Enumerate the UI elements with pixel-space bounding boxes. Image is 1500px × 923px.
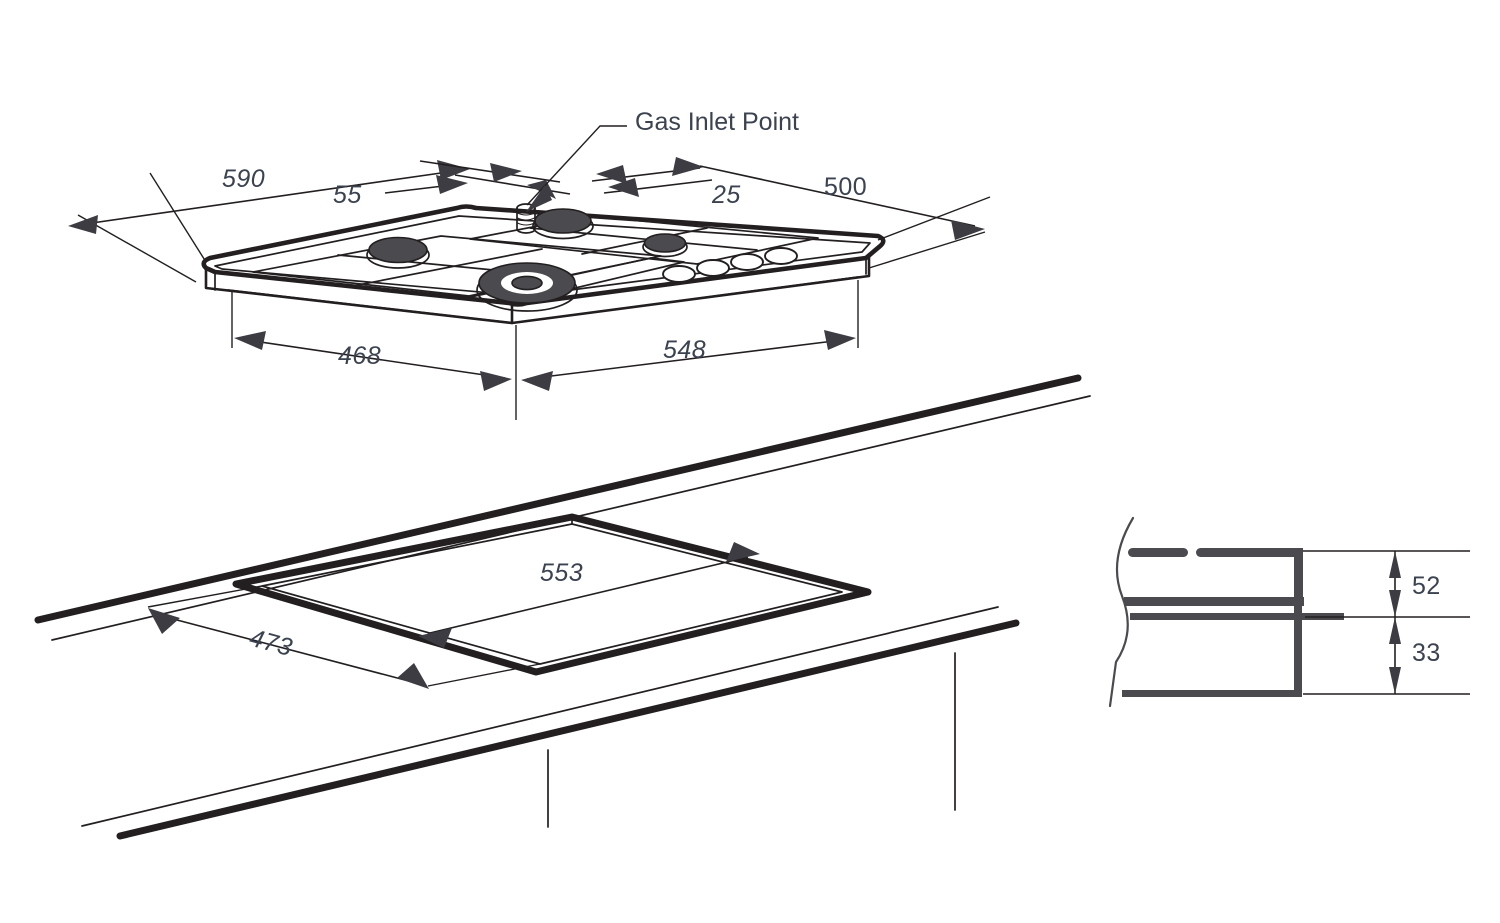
dim-line-473 (157, 614, 421, 685)
dim-label-590: 590 (222, 165, 265, 193)
arrow-468-left (234, 331, 266, 350)
worktop-front-edge (116, 619, 1020, 840)
arrow-553-right (726, 542, 760, 562)
hob-skirt-line-left (227, 289, 514, 324)
dim-label-55: 55 (333, 181, 362, 209)
control-knob-1[interactable] (662, 265, 696, 283)
burner-wok-front (476, 262, 578, 312)
dim-label-473: 473 (246, 624, 295, 662)
dim-label-25: 25 (711, 181, 741, 209)
arrow-33-down (1389, 667, 1401, 694)
ext-line-500-top (877, 196, 991, 241)
control-knob-2[interactable] (696, 259, 730, 277)
burner-auxiliary-right (642, 233, 688, 258)
side-section-view: 52 33 (1108, 516, 1470, 708)
burner-semi-rapid-left (366, 236, 430, 269)
dim-label-500: 500 (824, 173, 867, 201)
arrow-468-right (480, 371, 512, 391)
control-knob-group (662, 247, 798, 283)
dim-line-548 (526, 338, 851, 380)
arrow-55-right (436, 175, 468, 194)
arrow-548-right (824, 330, 856, 350)
worktop-front-thin-edge (81, 606, 999, 827)
burner-cap-left (368, 236, 428, 264)
top-view-dimensions: 590 55 25 500 468 548 (68, 157, 991, 420)
gas-inlet-pipe (516, 203, 536, 234)
section-body-bottom (1122, 690, 1302, 697)
section-hob-plate-right (1196, 548, 1302, 557)
hob-skirt-line-right (512, 276, 859, 324)
burner-cap-right (643, 233, 687, 253)
dim-line-468 (239, 338, 506, 379)
pan-support-front-band (465, 257, 685, 305)
ext-line-500-bottom (868, 231, 986, 269)
arrow-52-down (1389, 590, 1401, 617)
control-knob-3[interactable] (730, 253, 764, 271)
wok-inner-cap (511, 275, 543, 291)
arrow-473-top (148, 608, 180, 634)
gas-inlet-label: Gas Inlet Point (635, 108, 799, 136)
ext-line-590-left (77, 214, 197, 283)
dim-label-468: 468 (338, 342, 381, 370)
worktop-rear-edge (34, 374, 1082, 624)
dim-label-52: 52 (1412, 572, 1441, 600)
section-body-vertical (1294, 606, 1302, 696)
arrow-52-up (1389, 551, 1401, 578)
hob-top-rim-line (214, 215, 871, 297)
gas-inlet-cylinder-body (516, 207, 536, 234)
ext-line-473-top (147, 585, 263, 608)
section-hob-plate-left (1128, 548, 1188, 557)
arrow-25-left (596, 165, 627, 184)
gas-inlet-leader-arrow (526, 185, 552, 212)
gas-inlet-leader-line (526, 125, 627, 206)
arrow-473-bottom (397, 663, 429, 689)
dim-line-500 (699, 165, 976, 227)
arrow-inlet-a-inward (490, 163, 522, 182)
arrow-33-up (1389, 617, 1401, 644)
arrow-25-left2 (608, 178, 639, 197)
worktop-cutout-view: 553 473 (34, 374, 1091, 840)
gas-inlet-thread-2 (516, 217, 536, 221)
gas-inlet-thread-3 (516, 222, 536, 226)
arrow-25-right (672, 157, 704, 176)
section-flange-shelf (1124, 597, 1304, 606)
dim-label-548: 548 (663, 336, 706, 364)
dim-line-inlet-a-bar (419, 160, 561, 183)
section-worktop-slab (1130, 613, 1344, 620)
isometric-hob-view (201, 203, 886, 325)
cutout-outer-rect (232, 513, 872, 676)
section-flange-vertical (1294, 548, 1303, 602)
section-break-line (1108, 516, 1135, 708)
arrow-548-left (521, 371, 553, 391)
gas-inlet-thread-1 (516, 212, 536, 216)
dim-label-553: 553 (540, 559, 583, 587)
hob-top-surface (201, 204, 886, 307)
grid-bar-left-2 (347, 248, 543, 288)
arrow-553-left (418, 628, 452, 648)
burner-cap-rear (534, 208, 592, 234)
dim-line-590 (77, 169, 463, 226)
ext-line-473-bottom (427, 663, 541, 687)
arrow-590-left (68, 215, 98, 234)
ext-line-590-right (149, 172, 207, 263)
dim-line-553 (429, 556, 749, 634)
dim-label-33: 33 (1412, 639, 1441, 667)
arrow-500-right (951, 220, 985, 240)
gas-inlet-annotation: Gas Inlet Point (526, 108, 799, 212)
control-knob-4[interactable] (764, 247, 798, 265)
